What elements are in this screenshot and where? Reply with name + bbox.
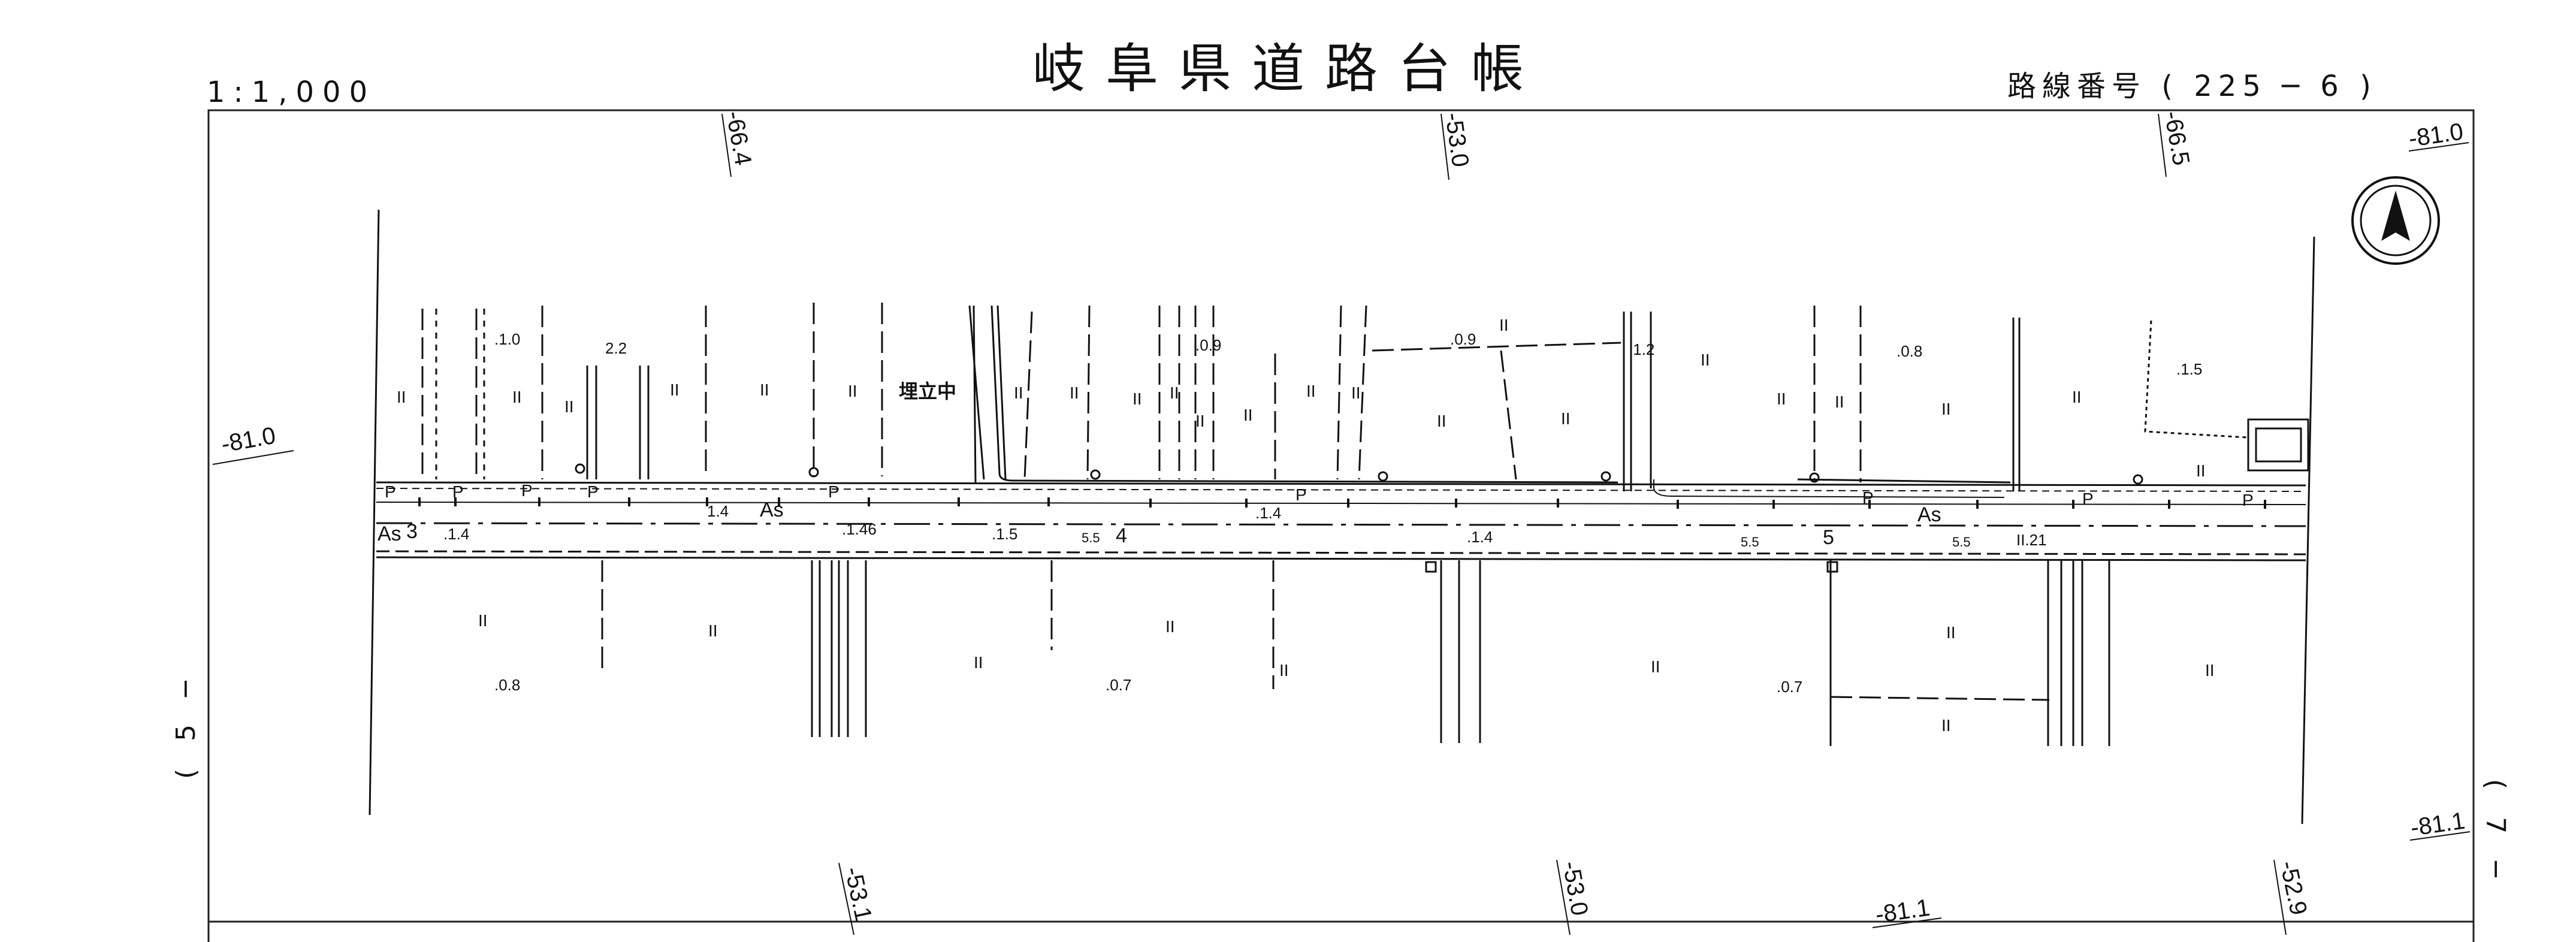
elevation-value: .0.8 [1896, 342, 1922, 360]
map-title: 岐阜県道路台帳 [1032, 38, 1544, 99]
field-mark: II [708, 621, 718, 640]
mark-p: P [587, 482, 599, 501]
width-value: 5.5 [1741, 535, 1759, 550]
field-mark: II [1351, 384, 1361, 402]
field-mark: II [2205, 661, 2215, 680]
surface-label: As [1917, 503, 1941, 526]
field-marks: II II II II II II II II II II II II II I… [397, 316, 2215, 735]
field-mark: II [1946, 623, 1956, 642]
field-mark: II [1651, 657, 1660, 676]
width-value: 1.4 [707, 502, 729, 520]
field-mark: II [1941, 400, 1951, 418]
field-mark: II [1243, 406, 1253, 424]
width-value: 5.5 [1082, 530, 1100, 545]
surface-label: As [378, 523, 401, 545]
grid-values-bottom: -81.0 -53.1 -53.0 -81.1 -52.9 -81.1 [212, 422, 2471, 935]
mark-p: P [828, 482, 839, 501]
map-extent-lines [369, 209, 2315, 825]
field-mark: II [760, 381, 769, 399]
field-mark: II [512, 388, 522, 406]
field-mark: II [1170, 384, 1179, 402]
width-value: .1.4 [1255, 504, 1281, 522]
map-frame [207, 109, 2475, 942]
sheet-ref-right: ( 7 ─ [2480, 779, 2511, 887]
road-section-label: 4 [1116, 524, 1127, 547]
field-mark: II [1437, 412, 1446, 430]
field-mark: II [1835, 393, 1844, 411]
elevation-value: .0.8 [494, 676, 520, 694]
width-value: II.21 [2016, 531, 2047, 549]
north-arrow-icon [2351, 176, 2440, 265]
width-value: .1.5 [992, 525, 1017, 543]
road-section-label: 3 [406, 520, 418, 543]
elevation-value: 2.2 [605, 339, 627, 357]
mark-p: P [385, 482, 396, 501]
field-mark: II [1070, 384, 1079, 402]
elevation-value: .1.2 [1629, 340, 1654, 358]
field-mark: II [1701, 351, 1710, 369]
grid-values-top: -66.4 -53.0 -66.5 -81.0 [721, 109, 2469, 180]
mark-p: P [452, 482, 464, 501]
field-mark: II [564, 397, 574, 416]
parcel-lines-south [601, 560, 2110, 746]
field-mark: II [974, 653, 983, 672]
field-mark: II [848, 382, 857, 400]
field-mark: II [670, 381, 680, 399]
grid-value: -81.0 [219, 422, 277, 458]
elevation-value: .0.7 [1106, 676, 1131, 694]
elevation-value: .0.7 [1777, 678, 1802, 696]
elevation-value: .0.9 [1195, 336, 1221, 354]
field-mark: II [1561, 409, 1571, 428]
sheet-ref-left: ( 5 ─ [171, 671, 201, 779]
field-mark: II [2196, 461, 2206, 480]
mark-p: P [2082, 490, 2094, 508]
fill-in-progress-label: 埋立中 [899, 381, 956, 402]
grid-value: -53.0 [1440, 111, 1473, 168]
field-mark: II [1165, 617, 1175, 636]
mark-p: P [1295, 485, 1307, 504]
field-mark: II [1777, 390, 1786, 408]
grid-value: -53.0 [1557, 859, 1593, 917]
field-mark: II [1306, 382, 1316, 400]
field-mark: II [1014, 384, 1023, 402]
surface-label: As [760, 499, 784, 521]
mark-p: P [2242, 491, 2254, 509]
road-markers [575, 463, 2143, 573]
elevation-values: .1.0 2.2 .0.9 .0.9 .1.2 .0.8 .1.5 .0.8 .… [494, 330, 2202, 696]
road-section-label: 5 [1823, 526, 1834, 549]
parcel-lines-north [421, 303, 2309, 498]
width-value: .1.4 [1467, 528, 1493, 546]
elevation-value: .1.0 [494, 330, 520, 348]
mark-p: P [1862, 488, 1874, 507]
elevation-value: .1.5 [2176, 360, 2202, 378]
grid-value: -52.9 [2275, 859, 2312, 917]
road-labels: As As As 3 4 5 P P P P P P P P P 埋立中 [378, 381, 2254, 549]
field-mark: II [397, 388, 406, 406]
field-mark: II [1195, 412, 1205, 430]
width-value: .1.4 [443, 525, 469, 543]
field-mark: II [1499, 316, 1509, 334]
scale-label: 1:1,000 [207, 76, 376, 109]
width-value: .1.46 [842, 520, 877, 538]
road-width-values: .1.4 1.4 .1.46 .1.5 5.5 .1.4 .1.4 5.5 5.… [443, 502, 2047, 550]
field-mark: II [1941, 716, 1951, 735]
elevation-value: .0.9 [1450, 330, 1476, 348]
grid-value: -66.4 [721, 109, 756, 167]
field-mark: II [478, 611, 488, 630]
width-value: 5.5 [1952, 535, 1971, 550]
road-corridor [376, 481, 2306, 561]
field-mark: II [2072, 388, 2082, 406]
route-number: 路線番号 ( 225 ─ 6 ) [2007, 70, 2377, 103]
field-mark: II [1279, 661, 1289, 680]
field-mark: II [1133, 390, 1142, 408]
mark-p: P [521, 481, 533, 500]
